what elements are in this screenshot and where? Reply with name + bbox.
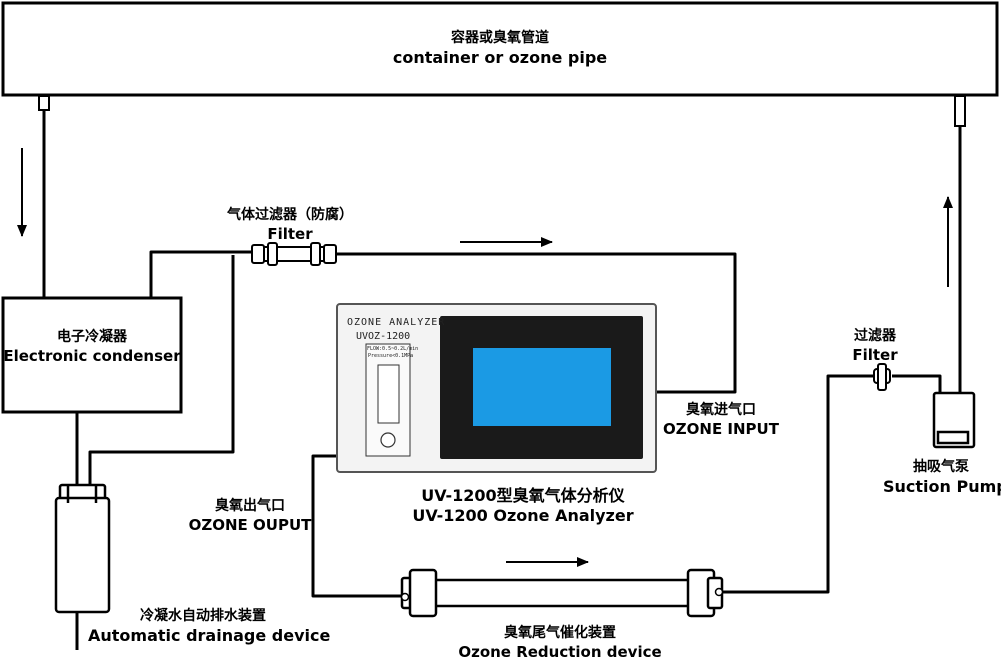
suction-pump-label: 抽吸气泵 Suction Pump <box>883 459 999 497</box>
ozone-output-label-cn: 臭氧出气口 <box>185 498 315 516</box>
container-port-right <box>955 96 965 126</box>
pipe-condenser-to-filter <box>151 252 258 298</box>
ozone-output-label: 臭氧出气口 OZONE OUPUT <box>185 498 315 534</box>
drainage-device <box>56 485 109 612</box>
suction-pump-label-en: Suction Pump <box>883 477 999 497</box>
pipe-filter-to-pump <box>892 376 940 393</box>
analyzer-brand: OZONE ANALYZER <box>347 317 445 328</box>
analyzer-screen <box>473 348 611 426</box>
condenser-label-en: Electronic condenser <box>3 347 181 366</box>
filter-left-label-cn: 气体过滤器（防腐） <box>200 207 380 225</box>
filter-left-label: 气体过滤器（防腐） Filter <box>200 207 380 243</box>
condenser-label: 电子冷凝器 Electronic condenser <box>3 329 181 365</box>
nut-icon <box>402 594 409 601</box>
pipe-analyzer-output <box>313 456 402 596</box>
reduction-label-en: Ozone Reduction device <box>440 643 680 661</box>
container-label-en: container or ozone pipe <box>350 48 650 68</box>
analyzer-flow-text: FLOW:0.5~0.2L/min <box>367 346 418 352</box>
container-label-cn: 容器或臭氧管道 <box>350 30 650 48</box>
ozone-input-label: 臭氧进气口 OZONE INPUT <box>656 402 786 438</box>
drainage-label: 冷凝水自动排水装置 Automatic drainage device <box>88 608 318 646</box>
filter-right-label: 过滤器 Filter <box>820 328 930 364</box>
suction-pump <box>934 393 974 447</box>
filter-left <box>252 243 336 265</box>
filter-left-label-en: Filter <box>200 225 380 244</box>
filter-right-label-cn: 过滤器 <box>820 328 930 346</box>
reduction-label: 臭氧尾气催化装置 Ozone Reduction device <box>440 625 680 661</box>
container-port-left <box>39 96 49 110</box>
suction-pump-label-cn: 抽吸气泵 <box>883 459 999 477</box>
container-label: 容器或臭氧管道 container or ozone pipe <box>350 30 650 68</box>
analyzer-pressure-text: Pressure<0.1MPa <box>368 353 413 359</box>
drainage-label-cn: 冷凝水自动排水装置 <box>88 608 318 626</box>
filter-right <box>874 364 890 390</box>
condenser-label-cn: 电子冷凝器 <box>3 329 181 347</box>
analyzer-label-cn: UV-1200型臭氧气体分析仪 <box>398 486 648 506</box>
analyzer-label-en: UV-1200 Ozone Analyzer <box>398 506 648 526</box>
ozone-input-label-cn: 臭氧进气口 <box>656 402 786 420</box>
ozone-output-label-en: OZONE OUPUT <box>185 516 315 535</box>
nut-icon <box>716 589 723 596</box>
filter-right-label-en: Filter <box>820 346 930 365</box>
analyzer-model: UVOZ-1200 <box>356 331 410 342</box>
flowmeter-tube <box>378 365 399 423</box>
ozone-input-label-en: OZONE INPUT <box>656 420 786 439</box>
flow-knob-icon <box>381 433 395 447</box>
drainage-label-en: Automatic drainage device <box>88 626 318 646</box>
reduction-device <box>402 570 722 616</box>
reduction-label-cn: 臭氧尾气催化装置 <box>440 625 680 643</box>
analyzer-label: UV-1200型臭氧气体分析仪 UV-1200 Ozone Analyzer <box>398 486 648 526</box>
